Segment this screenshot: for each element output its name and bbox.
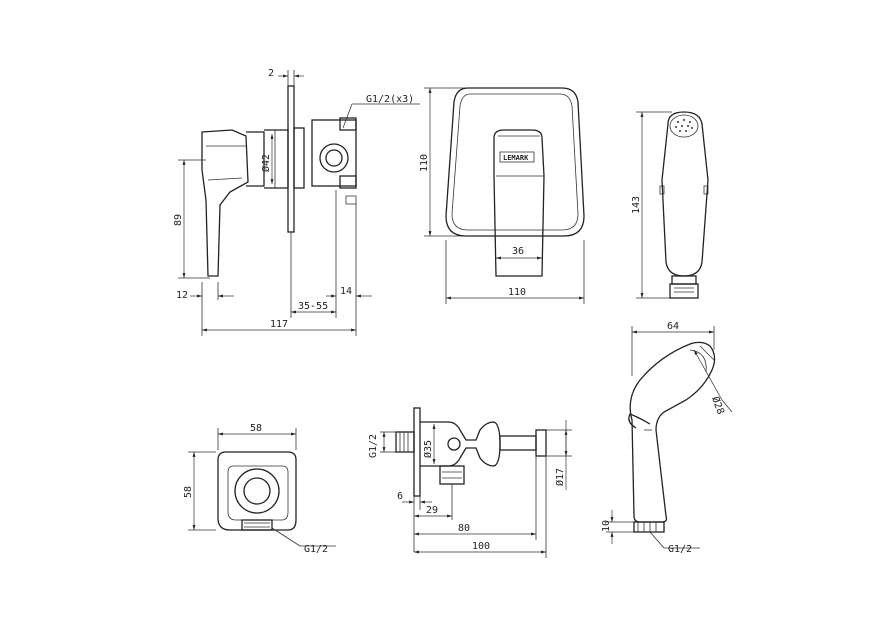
dim-wall-depth: 35-55 [298, 301, 328, 312]
dim-side-width: 64 [667, 321, 679, 332]
dim-valve-diameter: Ø42 [260, 154, 272, 172]
dim-handle-height: 89 [173, 214, 184, 226]
shower-side-view: 64 Ø28 10 G1/2 [601, 321, 733, 555]
dim-stop-offset-6: 6 [397, 491, 403, 502]
dim-head-diameter: Ø28 [709, 395, 726, 416]
dim-handle-width: 36 [512, 246, 524, 257]
dim-handle-offset: 12 [176, 290, 188, 301]
dim-plate-height: 110 [419, 154, 430, 172]
mixer-side-view: 2 G1/2(x3) Ø42 89 12 35-55 14 117 [173, 68, 420, 336]
dim-stop-thread: G1/2 [368, 434, 379, 458]
dim-stop-length-80: 80 [458, 523, 470, 534]
mixer-front-view: LEMARK 110 36 110 [419, 87, 585, 304]
dim-thread-length: 10 [601, 520, 612, 532]
dim-total-depth: 117 [270, 319, 288, 330]
dim-shower-length: 143 [631, 196, 642, 214]
dim-stop-length-100: 100 [472, 541, 490, 552]
dim-connector-width: 58 [250, 423, 262, 434]
dim-plate-width: 110 [508, 287, 526, 298]
connector-front-view: 58 58 G1/2 [183, 423, 336, 555]
dim-side-thread: G1/2 [668, 544, 692, 555]
dim-stop-diameter-small: Ø17 [554, 468, 566, 486]
dim-stop-diameter-large: Ø35 [422, 440, 434, 458]
brand-logo: LEMARK [503, 154, 529, 162]
dim-outlet-offset: 14 [340, 286, 352, 297]
dim-connector-height: 58 [183, 486, 194, 498]
dim-connector-thread: G1/2 [304, 544, 328, 555]
dim-stop-offset-29: 29 [426, 505, 438, 516]
dim-plate-thickness: 2 [268, 68, 274, 79]
shower-front-view: 143 [631, 111, 709, 299]
dim-thread-triple: G1/2(x3) [366, 94, 414, 105]
stop-valve-side-view: G1/2 Ø35 Ø17 6 29 80 100 [368, 407, 572, 558]
